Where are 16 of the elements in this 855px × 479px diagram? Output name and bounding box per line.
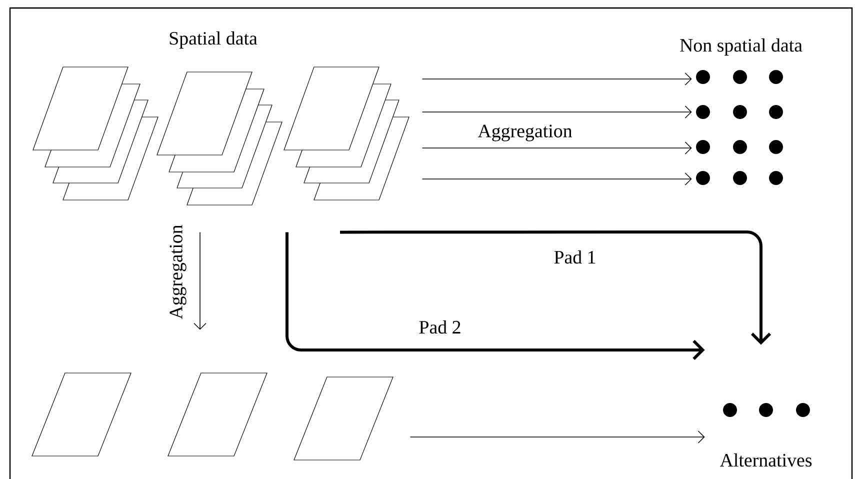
- map-sheet-drawing: [32, 372, 394, 460]
- node-label: Spatial data: [170, 31, 258, 49]
- arrow: [422, 172, 692, 186]
- edge-label: Pad 2: [418, 319, 462, 335]
- node-label: Non spatial data: [680, 38, 802, 56]
- arrow: [422, 72, 692, 86]
- arrow: [422, 142, 692, 154]
- edge-label: Pad 1: [552, 249, 598, 265]
- node-label: Alternatives: [720, 453, 812, 467]
- arrow: [422, 106, 692, 118]
- arrow: [340, 230, 772, 345]
- arrow: [286, 232, 705, 360]
- edge-label: Aggregation: [476, 124, 574, 142]
- edge-label: Aggregation: [168, 224, 188, 320]
- arrow: [410, 430, 705, 444]
- arrow: [194, 232, 206, 330]
